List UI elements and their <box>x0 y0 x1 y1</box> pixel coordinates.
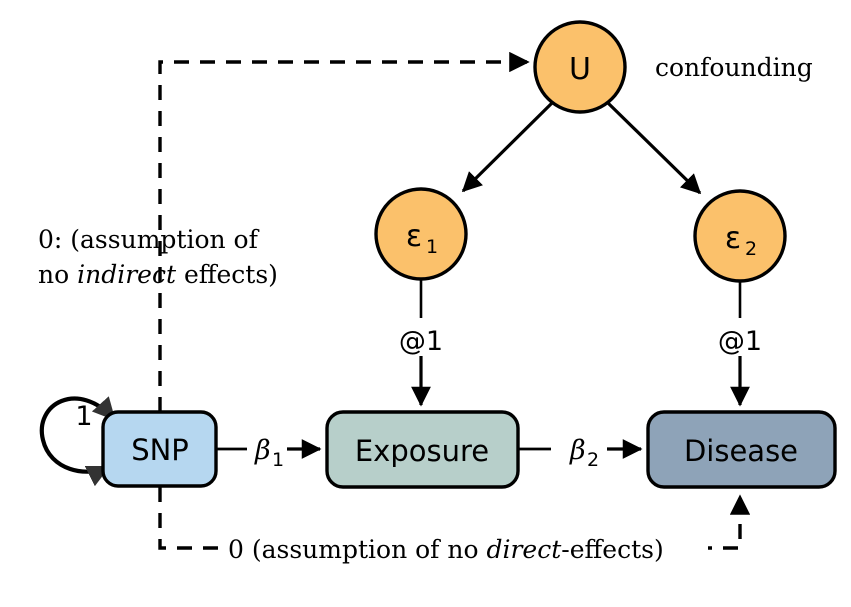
node-eps2-label: ε <box>725 221 741 256</box>
edge-u-to-eps2 <box>606 101 702 195</box>
node-disease-label: Disease <box>684 434 798 468</box>
node-disease[interactable]: Disease <box>646 410 837 489</box>
label-eps1-variance: @1 <box>399 326 443 357</box>
node-eps1-label: ε <box>406 219 422 254</box>
node-exposure-label: Exposure <box>355 434 489 468</box>
node-snp[interactable]: SNP <box>101 410 218 488</box>
label-beta2-subscript: 2 <box>587 449 599 471</box>
label-beta2: β 2 <box>569 435 599 471</box>
label-beta1: β 1 <box>254 435 284 471</box>
label-beta1-subscript: 1 <box>272 449 284 471</box>
annotation-direct-post: -effects) <box>561 535 663 564</box>
annotation-direct-italic: direct <box>486 535 562 564</box>
annotation-direct-backdrop <box>218 532 708 564</box>
annotation-indirect-line2-italic: indirect <box>77 260 177 289</box>
annotation-indirect-line1: 0: (assumption of <box>38 225 260 254</box>
annotation-indirect-line2-post: effects) <box>176 260 278 289</box>
node-snp-label: SNP <box>131 433 189 467</box>
annotation-indirect-line2-pre: no <box>38 260 77 289</box>
node-eps1[interactable]: ε 1 <box>374 187 468 281</box>
label-snp-self-loop: 1 <box>75 401 92 432</box>
label-beta2-symbol: β <box>569 435 586 466</box>
label-eps2-variance: @1 <box>718 326 762 357</box>
edge-snp-to-u-dashed <box>158 51 530 412</box>
node-eps1-subscript: 1 <box>426 236 438 258</box>
node-eps2[interactable]: ε 2 <box>693 189 787 283</box>
node-u[interactable]: U <box>533 20 627 114</box>
annotation-indirect-line2: no indirect effects) <box>38 260 278 289</box>
node-eps2-subscript: 2 <box>745 238 757 260</box>
label-beta1-symbol: β <box>254 435 271 466</box>
node-exposure[interactable]: Exposure <box>325 410 520 489</box>
edge-snp-self-loop <box>39 396 117 487</box>
annotation-direct-pre: 0 (assumption of no <box>228 535 486 564</box>
edge-u-to-eps1 <box>461 101 554 193</box>
annotation-direct-effects: 0 (assumption of no direct-effects) <box>228 535 664 564</box>
node-u-label: U <box>569 52 591 87</box>
annotation-confounding: confounding <box>655 53 813 82</box>
